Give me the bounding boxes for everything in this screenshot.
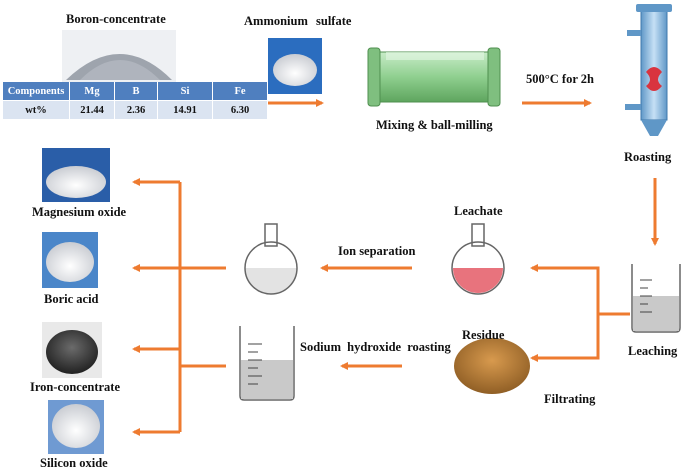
naoh-roasting-beaker-image (239, 326, 295, 401)
boron-concentrate-image (62, 30, 176, 82)
boron-concentrate-label: Boron-concentrate (66, 12, 166, 26)
leaching-label: Leaching (628, 344, 678, 358)
composition-table: Components Mg B Si Fe wt% 21.44 2.36 14.… (3, 82, 268, 119)
table-cell: 2.36 (114, 100, 158, 119)
iron-concentrate-label: Iron-concentrate (30, 380, 121, 394)
boric-acid-label: Boric acid (44, 292, 99, 306)
table-header-cell: Fe (212, 82, 268, 101)
silicon-oxide-label: Silicon oxide (40, 456, 108, 470)
residue-image (454, 338, 530, 394)
ammonium-sulfate-image (268, 38, 322, 94)
flow-arrows (132, 99, 659, 436)
magnesium-oxide-image (42, 148, 110, 202)
ion-separation-label: Ion separation (338, 244, 416, 258)
table-header-cell: Si (157, 82, 213, 101)
table-header-cell: Components (3, 82, 70, 101)
table-header-cell: Mg (69, 82, 115, 101)
roasting-label: Roasting (624, 150, 672, 164)
ball-mill-image (367, 47, 501, 107)
magnesium-oxide-label: Magnesium oxide (32, 205, 127, 219)
naoh-roasting-label: Sodium hydroxide roasting (300, 340, 451, 354)
arrow-to-leachate (530, 264, 630, 316)
table-cell: 6.30 (212, 100, 268, 119)
table-cell: 21.44 (69, 100, 115, 119)
iron-concentrate-image (42, 322, 102, 378)
table-header-cell: B (114, 82, 158, 101)
temperature-label: 500°C for 2h (526, 72, 594, 86)
roasting-column-image (625, 4, 672, 136)
boric-acid-image (42, 232, 98, 288)
table-cell: wt% (3, 100, 70, 119)
arrow-to-residue (530, 314, 600, 362)
table-cell: 14.91 (157, 100, 213, 119)
residue-label: Residue (462, 328, 505, 342)
mixing-label: Mixing & ball-milling (376, 118, 493, 132)
ammonium-sulfate-label: Ammonium sulfate (244, 14, 352, 28)
filtrating-label: Filtrating (544, 392, 596, 406)
leachate-flask-image (451, 223, 505, 295)
leaching-beaker-image (631, 264, 681, 333)
ion-separation-flask-image (244, 223, 298, 295)
silicon-oxide-image (48, 400, 104, 454)
leachate-label: Leachate (454, 204, 503, 218)
